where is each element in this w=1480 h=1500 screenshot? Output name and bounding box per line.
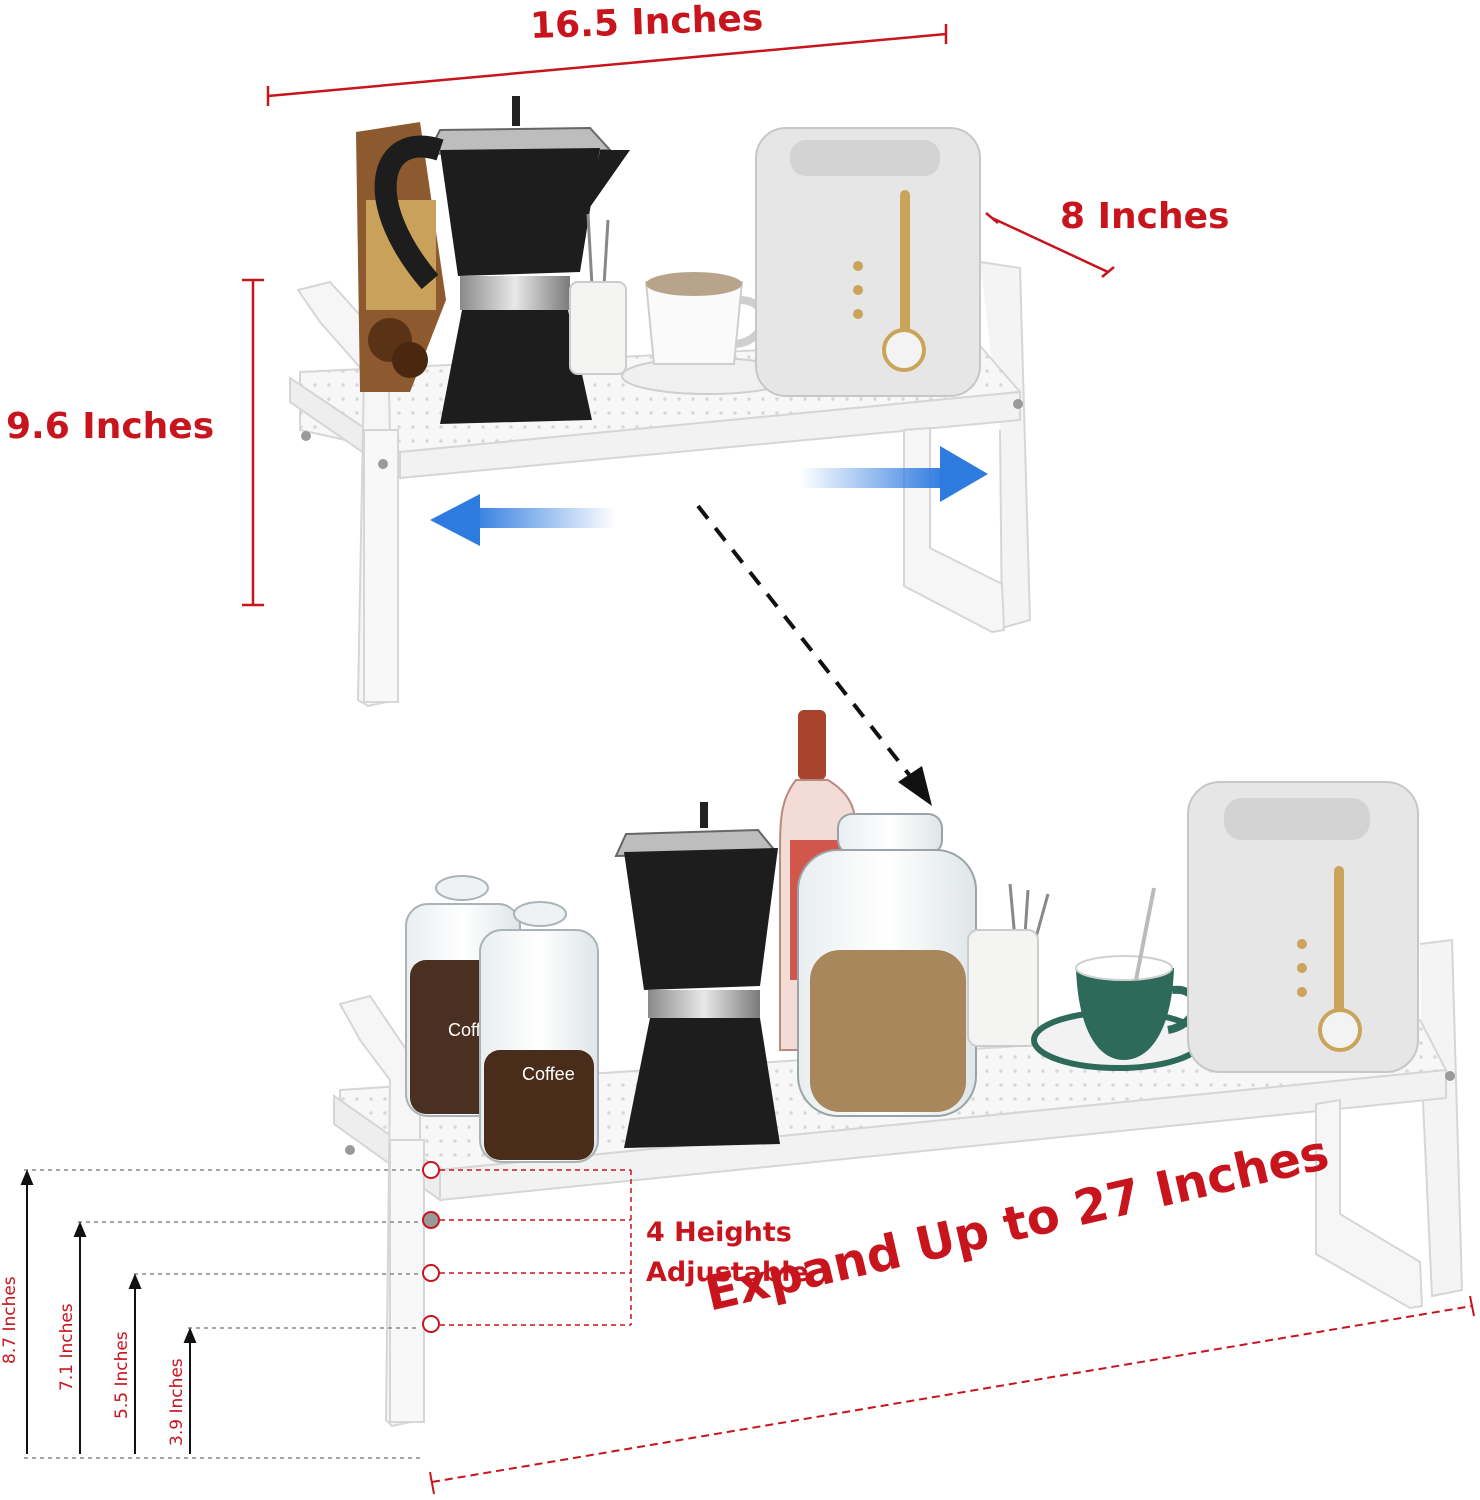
height-hole-1 — [422, 1161, 440, 1179]
retract-arrow-left — [430, 494, 616, 546]
heights-adjustable-label: 4 Heights Adjustable — [646, 1213, 809, 1293]
collapsed-shelf-group — [242, 24, 1115, 806]
heights-label-line2: Adjustable — [646, 1257, 809, 1288]
height-guide-lines — [24, 1169, 420, 1459]
utensil-cup-expanded — [967, 883, 1050, 1047]
height-option-3-9: 3.9 Inches — [167, 1358, 187, 1446]
back-right-leg — [979, 261, 1032, 630]
height-option-7-1: 7.1 Inches — [57, 1303, 77, 1391]
width-label: 16.5 Inches — [529, 0, 764, 48]
height-arrows — [20, 1169, 197, 1454]
extend-arrow-right — [800, 446, 988, 502]
height-hole-4 — [422, 1315, 440, 1333]
moka-pot-expanded — [614, 802, 780, 1148]
height-hole-3 — [422, 1264, 440, 1282]
height-hole-2 — [422, 1211, 440, 1229]
expanded-front-right-leg — [1315, 1098, 1424, 1310]
height-dimension-line — [242, 278, 264, 607]
height-bracket — [440, 1169, 632, 1326]
expanded-back-right-leg — [1419, 938, 1464, 1298]
green-coffee-cup — [1031, 887, 1205, 1071]
grain-jar — [797, 813, 977, 1117]
moka-pot — [374, 96, 630, 424]
coffee-jar-small: Coffee — [479, 901, 599, 1163]
toaster-expanded — [1187, 781, 1419, 1073]
expand-dimension-line — [429, 1295, 1475, 1495]
heights-label-line1: 4 Heights — [646, 1217, 792, 1248]
toaster — [755, 127, 981, 397]
transition-arrow — [696, 504, 932, 806]
expanded-shelf-group: Coffee Coffee — [20, 710, 1475, 1495]
utensil-cup — [569, 213, 627, 375]
height-adjust-holes — [422, 1161, 440, 1333]
depth-label: 8 Inches — [1060, 196, 1230, 237]
jar-label-2: Coffee — [522, 1064, 575, 1084]
height-label: 9.6 Inches — [6, 406, 215, 447]
width-dimension-line — [266, 24, 948, 106]
height-option-5-5: 5.5 Inches — [112, 1331, 132, 1419]
height-option-8-7: 8.7 Inches — [0, 1276, 20, 1364]
depth-dimension-line — [985, 212, 1115, 278]
coffee-cup — [621, 272, 795, 395]
